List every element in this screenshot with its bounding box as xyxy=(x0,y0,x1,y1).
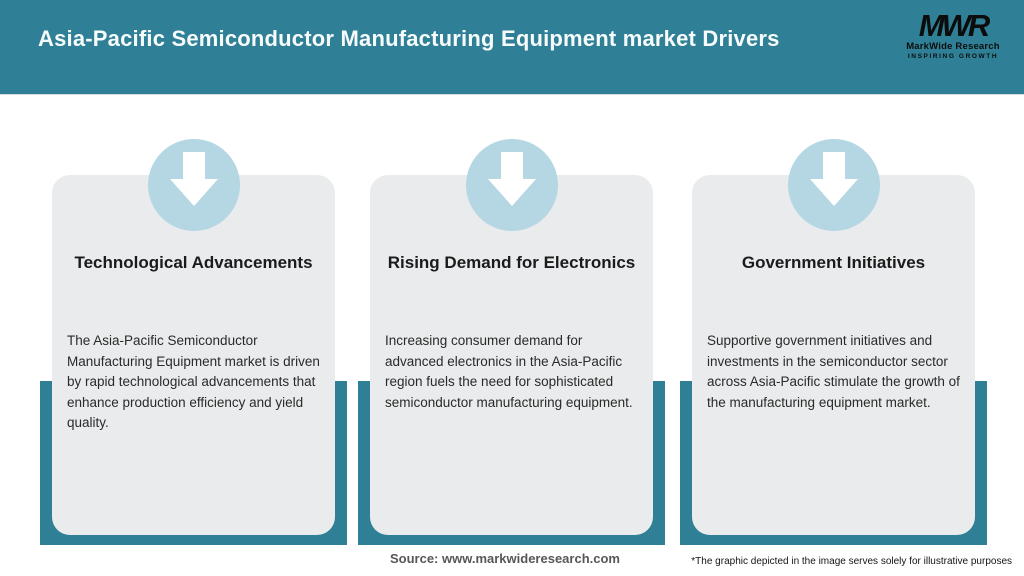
card-title: Technological Advancements xyxy=(74,253,313,272)
disclaimer-text: *The graphic depicted in the image serve… xyxy=(691,556,1012,567)
down-arrow-icon xyxy=(465,139,558,231)
card-description: Supportive government initiatives and in… xyxy=(707,333,960,410)
card-panel: Government Initiatives Supportive govern… xyxy=(692,175,975,535)
card-panel: Technological Advancements The Asia-Paci… xyxy=(52,175,335,535)
card-description: Increasing consumer demand for advanced … xyxy=(385,333,633,410)
header-band: Asia-Pacific Semiconductor Manufacturing… xyxy=(0,0,1024,95)
driver-card-technological-advancements: Technological Advancements The Asia-Paci… xyxy=(40,0,347,576)
card-panel: Rising Demand for Electronics Increasing… xyxy=(370,175,653,535)
down-arrow-icon xyxy=(787,139,880,231)
source-text: Source: www.markwideresearch.com xyxy=(389,551,620,566)
logo-acronym: MWR xyxy=(918,8,990,43)
markwide-research-logo: MWR MarkWide Research INSPIRING GROWTH xyxy=(898,8,1008,60)
card-description: The Asia-Pacific Semiconductor Manufactu… xyxy=(67,333,320,430)
down-arrow-icon xyxy=(147,139,240,231)
logo-tagline: INSPIRING GROWTH xyxy=(907,53,999,60)
logo-name: MarkWide Research xyxy=(906,41,1000,52)
card-title: Government Initiatives xyxy=(741,253,926,272)
card-title: Rising Demand for Electronics xyxy=(387,253,636,272)
page-title: Asia-Pacific Semiconductor Manufacturing… xyxy=(38,26,780,51)
driver-card-government-initiatives: Government Initiatives Supportive govern… xyxy=(680,0,987,576)
driver-card-rising-demand-for-electronics: Rising Demand for Electronics Increasing… xyxy=(358,0,665,576)
